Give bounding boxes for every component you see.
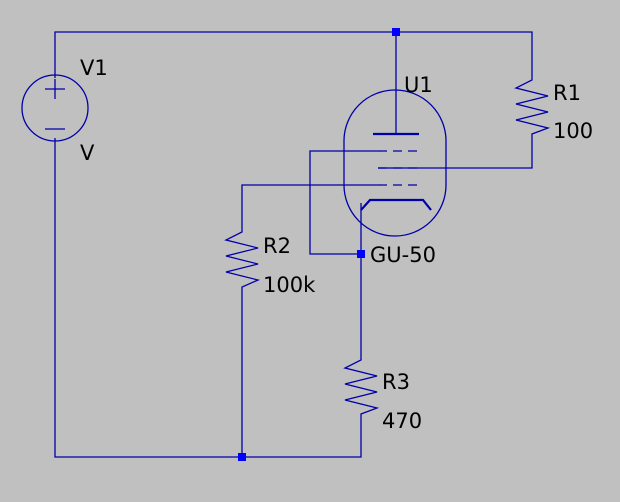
wire-r1-screen	[378, 140, 533, 169]
v1-value-label: V	[80, 141, 95, 165]
u1-value-label: GU-50	[370, 243, 436, 267]
r2-resistor-symbol	[224, 225, 261, 295]
v1-name-label: V1	[80, 56, 108, 80]
wires	[54, 31, 533, 458]
junction-cathode	[357, 250, 365, 258]
junction-top	[392, 28, 400, 36]
wire-v1-bottom	[54, 138, 362, 458]
r1-value-label: 100	[553, 119, 593, 143]
r1-name-label: R1	[553, 81, 581, 105]
u1-name-label: U1	[404, 73, 433, 97]
r2-name-label: R2	[263, 234, 291, 258]
r2-value-label: 100k	[263, 273, 316, 297]
r3-name-label: R3	[382, 370, 410, 394]
tube-cathode	[360, 198, 432, 211]
junction-bottom	[238, 453, 246, 461]
wire-top	[54, 31, 533, 78]
r3-value-label: 470	[382, 409, 422, 433]
wire-control-grid	[241, 184, 378, 225]
r3-resistor-symbol	[343, 352, 380, 420]
r1-resistor-symbol	[514, 72, 551, 140]
v1-source-symbol	[21, 74, 89, 142]
u1-tube-symbol	[343, 89, 447, 237]
